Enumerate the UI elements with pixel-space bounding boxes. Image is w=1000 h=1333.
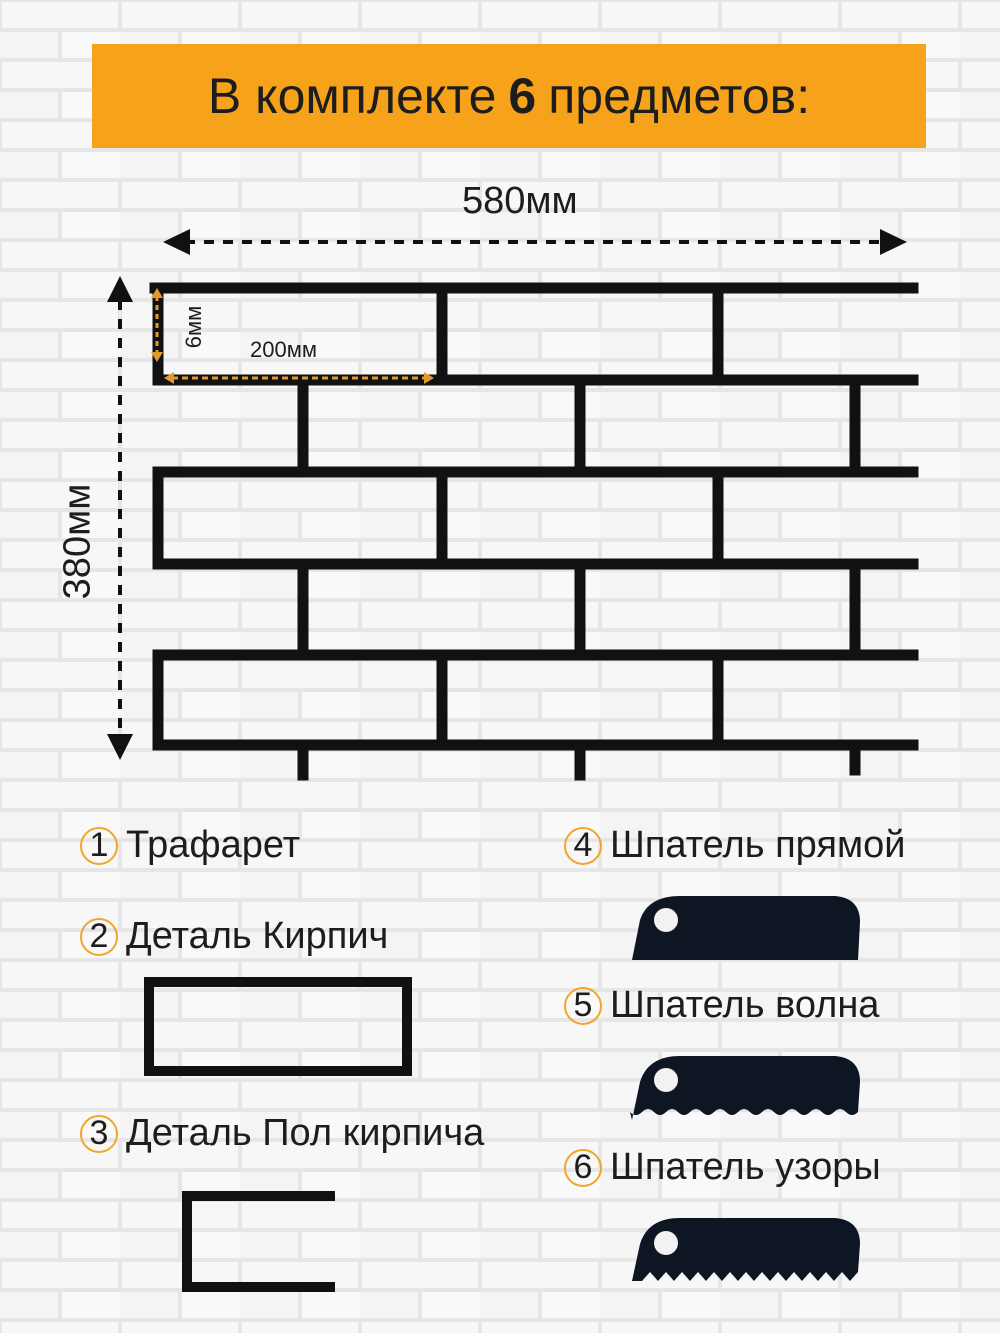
item-stencil: 1 Трафарет bbox=[80, 824, 300, 867]
width-arrow bbox=[163, 229, 907, 255]
item-half-brick-part: 3 Деталь Пол кирпича bbox=[80, 1112, 484, 1155]
item-number-badge: 2 bbox=[80, 917, 118, 956]
spatula-pattern-icon bbox=[632, 1218, 860, 1281]
item-label: Трафарет bbox=[126, 824, 301, 866]
item-label: Шпатель прямой bbox=[610, 824, 906, 866]
item-label: Деталь Кирпич bbox=[126, 915, 389, 957]
item-spatula-wave: 5 Шпатель волна bbox=[564, 984, 879, 1027]
stencil-drawing bbox=[149, 282, 919, 781]
item-number-badge: 6 bbox=[564, 1148, 602, 1187]
item-number-badge: 3 bbox=[80, 1114, 118, 1153]
height-label: 380мм bbox=[56, 483, 99, 600]
width-label: 580мм bbox=[462, 180, 578, 222]
item-label: Деталь Пол кирпича bbox=[126, 1112, 485, 1154]
brick-length-label: 200мм bbox=[250, 337, 317, 362]
spatula-straight-icon bbox=[632, 896, 860, 960]
item-number-badge: 1 bbox=[80, 826, 118, 865]
item-label: Шпатель волна bbox=[610, 984, 880, 1026]
item-spatula-straight: 4 Шпатель прямой bbox=[564, 824, 905, 867]
item-label: Шпатель узоры bbox=[610, 1146, 881, 1188]
header-suffix: предметов: bbox=[548, 68, 811, 124]
header-count: 6 bbox=[508, 68, 537, 124]
thickness-label: 6мм bbox=[181, 305, 206, 349]
header-prefix: В комплекте bbox=[207, 68, 497, 124]
item-number-badge: 4 bbox=[564, 826, 602, 865]
half-brick-part-drawing bbox=[182, 1191, 335, 1292]
item-brick-part: 2 Деталь Кирпич bbox=[80, 915, 388, 958]
brick-part-drawing bbox=[144, 977, 412, 1076]
height-arrow bbox=[107, 276, 133, 760]
spatula-wave-icon bbox=[630, 1056, 860, 1120]
item-number-badge: 5 bbox=[564, 986, 602, 1025]
item-spatula-pattern: 6 Шпатель узоры bbox=[564, 1146, 881, 1189]
detail-dimension-markers bbox=[151, 288, 434, 384]
header-banner: В комплекте 6 предметов: bbox=[92, 44, 926, 148]
